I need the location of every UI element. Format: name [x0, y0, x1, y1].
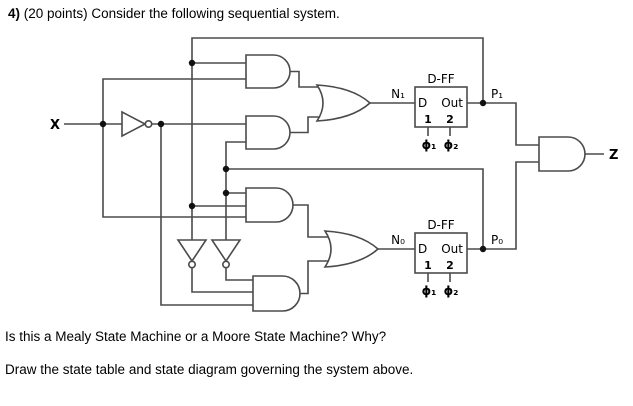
dff1-phi2-label: ϕ₂: [444, 138, 459, 152]
not-gate-p0: [210, 239, 242, 263]
wire-and3-to-or2: [293, 204, 334, 238]
and-gate-1: [245, 54, 291, 89]
wire-p1-to-zgate: [467, 102, 539, 146]
junction-p0-rail-2: [222, 189, 230, 197]
dff2-box: [414, 232, 468, 274]
wire-inv2-out: [225, 268, 253, 281]
wire-p0-to-and2: [225, 141, 246, 240]
dff2-pin1-label: 1: [424, 259, 432, 272]
and-gate-2: [245, 115, 291, 150]
or-gate-1: [315, 84, 372, 122]
wire-p0-feedback: [226, 168, 484, 249]
junction-p1-top: [188, 59, 196, 67]
dff1-pin1-label: 1: [424, 113, 432, 126]
dff1-out-label: Out: [441, 96, 463, 110]
and-gate-3: [245, 187, 294, 223]
wire-xbar-down-branch: [160, 124, 253, 306]
wire-x-down-branch: [102, 124, 246, 218]
junction-xbar: [157, 120, 165, 128]
problem-title-text: (20 points) Consider the following seque…: [23, 6, 340, 21]
dff1-title: D-FF: [427, 72, 454, 86]
problem-title: 4) (20 points) Consider the following se…: [8, 6, 340, 21]
signal-n0-label: N₀: [391, 233, 405, 247]
junction-x: [99, 120, 107, 128]
dff2-pin2-label: 2: [446, 259, 454, 272]
dff2-d-label: D: [418, 242, 427, 256]
dff2-phi2-label: ϕ₂: [444, 284, 459, 298]
wire-and1-to-or1: [290, 70, 334, 88]
junction-p1-out: [479, 99, 487, 107]
dff1-phi1-label: ϕ₁: [422, 138, 437, 152]
dff2-phi1-label: ϕ₁: [422, 284, 437, 298]
output-z-label: Z: [609, 148, 618, 163]
signal-p1-label: P₁: [491, 87, 503, 101]
junction-dots: [99, 59, 487, 253]
ff2-clock-ticks: [427, 273, 451, 282]
and-gate-4: [252, 275, 301, 312]
wire-x-up-branch: [102, 78, 246, 124]
input-x-label: X: [50, 118, 60, 133]
wire-inv1-out: [191, 268, 253, 293]
junction-p0-rail-1: [222, 165, 230, 173]
labels: X Z D-FF D Out 1 2 ϕ₁ ϕ₂ N₁ P₁ D-FF D Ou…: [50, 72, 618, 298]
question-mealy-moore: Is this a Mealy State Machine or a Moore…: [5, 329, 387, 344]
not-gate-p1-bubble: [188, 260, 197, 269]
wire-p0-to-zgate: [467, 161, 539, 250]
and-gate-z: [538, 136, 586, 172]
junction-p1-mid: [188, 202, 196, 210]
not-gate-p0-bubble: [222, 260, 231, 269]
ff1-clock-ticks: [427, 127, 451, 136]
not-gate-p1: [176, 239, 208, 263]
not-gate-x: [121, 110, 147, 138]
dff2-out-label: Out: [441, 242, 463, 256]
wires: [64, 37, 604, 306]
wire-p1-feedback: [191, 37, 484, 240]
not-gate-x-bubble: [144, 120, 153, 129]
dff1-pin2-label: 2: [446, 113, 454, 126]
junction-p0-out: [479, 245, 487, 253]
question-state-table: Draw the state table and state diagram g…: [5, 362, 414, 377]
dff1-box: [414, 86, 468, 128]
or-gate-2: [323, 230, 380, 268]
gates: [121, 54, 586, 312]
dff1-d-label: D: [418, 96, 427, 110]
problem-number: 4): [8, 6, 21, 21]
wire-and4-to-or2: [300, 260, 334, 295]
signal-p0-label: P₀: [491, 233, 503, 247]
dff2-title: D-FF: [427, 218, 454, 232]
signal-n1-label: N₁: [391, 87, 405, 101]
